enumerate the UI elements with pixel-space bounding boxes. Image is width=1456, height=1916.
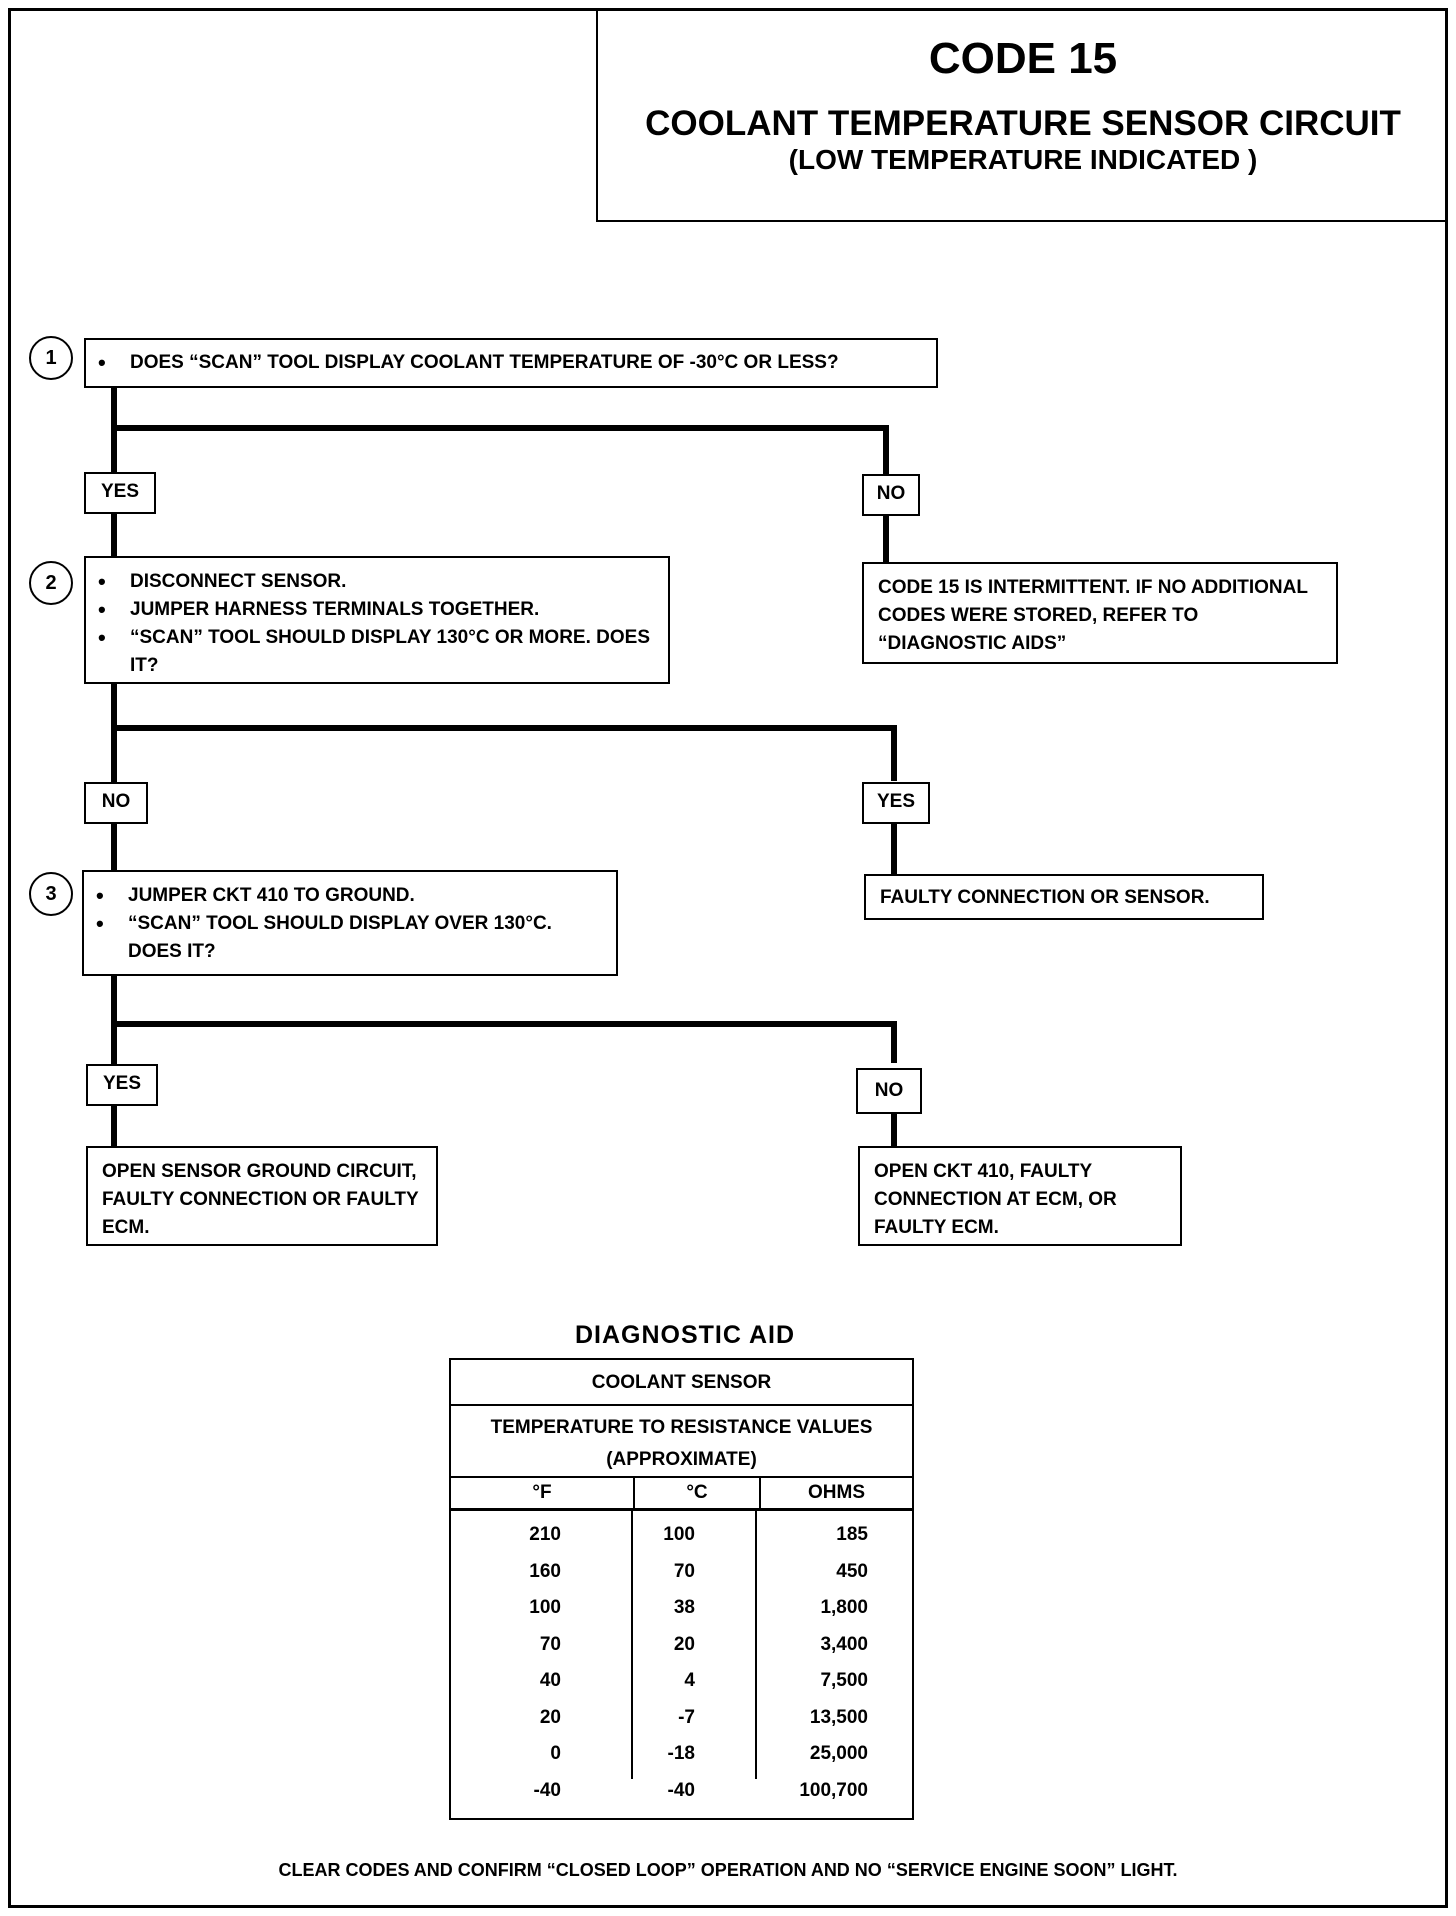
step-2-item: JUMPER HARNESS TERMINALS TOGETHER. [86, 596, 668, 624]
table-cell: 20 [539, 1706, 561, 1728]
table-cell: 25,000 [809, 1743, 868, 1764]
step-3-item: JUMPER CKT 410 TO GROUND. [84, 882, 616, 910]
table-body: 210 160 100 70 40 20 0 -40 100 70 38 20 … [451, 1511, 912, 1801]
table-cell: -40 [533, 1779, 561, 1801]
table-cell: 185 [836, 1524, 868, 1545]
code-number: CODE 15 [928, 34, 1118, 83]
table-subcaption: TEMPERATURE TO RESISTANCE VALUES (APPROX… [451, 1406, 912, 1478]
column-header: °C [635, 1478, 761, 1508]
table-cell: 3,400 [820, 1633, 868, 1655]
column-fahrenheit: 210 160 100 70 40 20 0 -40 [451, 1511, 633, 1801]
step-2-question: DISCONNECT SENSOR. JUMPER HARNESS TERMIN… [84, 556, 670, 684]
column-ohms: 185 450 1,800 3,400 7,500 13,500 25,000 … [757, 1511, 912, 1801]
diagnostic-aid-title: DIAGNOSTIC AID [574, 1321, 796, 1349]
step-2-number: 2 [29, 561, 73, 605]
step-2-item: DISCONNECT SENSOR. [86, 568, 668, 596]
title-block: CODE 15 COOLANT TEMPERATURE SENSOR CIRCU… [596, 8, 1448, 222]
table-cell: 1,800 [820, 1597, 868, 1618]
step-3-item: “SCAN” TOOL SHOULD DISPLAY OVER 130°C. D… [84, 910, 616, 966]
step-3-number: 3 [29, 872, 73, 916]
column-header: °F [451, 1478, 635, 1508]
step-2-item: “SCAN” TOOL SHOULD DISPLAY 130°C OR MORE… [86, 624, 668, 680]
table-cell: -40 [667, 1779, 695, 1801]
table-cell: 450 [836, 1560, 868, 1582]
table-cell: 100 [529, 1597, 561, 1618]
table-cell: 40 [539, 1670, 561, 1691]
table-cell: 7,500 [820, 1670, 868, 1691]
table-cell: 38 [673, 1597, 695, 1618]
connector-step1 [111, 385, 889, 565]
page-title: COOLANT TEMPERATURE SENSOR CIRCUIT [645, 104, 1401, 143]
result-faulty-connection: FAULTY CONNECTION OR SENSOR. [864, 874, 1264, 920]
page-frame [8, 8, 1448, 1908]
table-cell: 13,500 [809, 1706, 868, 1728]
table-cell: 100 [663, 1524, 695, 1545]
step-1-question: DOES “SCAN” TOOL DISPLAY COOLANT TEMPERA… [84, 338, 938, 388]
table-cell: 70 [673, 1560, 695, 1582]
step-1-number: 1 [29, 336, 73, 380]
result-intermittent: CODE 15 IS INTERMITTENT. IF NO ADDITIONA… [862, 562, 1338, 664]
step-3-no-label: NO [856, 1068, 922, 1114]
table-cell: 160 [529, 1560, 561, 1582]
connector-step3 [111, 973, 897, 1149]
table-cell: 70 [539, 1633, 561, 1655]
step-2-no-label: NO [84, 782, 148, 824]
table-subcaption-line: (APPROXIMATE) [606, 1449, 757, 1470]
step-1-yes-label: YES [84, 472, 156, 514]
table-header-row: °F °C OHMS [451, 1478, 912, 1511]
step-3-yes-label: YES [86, 1064, 158, 1106]
step-2-yes-label: YES [862, 782, 930, 824]
step-1-no-label: NO [862, 474, 920, 516]
step-1-item: DOES “SCAN” TOOL DISPLAY COOLANT TEMPERA… [86, 349, 936, 377]
table-cell: 0 [550, 1743, 561, 1764]
page-subtitle: (LOW TEMPERATURE INDICATED ) [788, 144, 1258, 175]
table-cell: 20 [673, 1633, 695, 1655]
result-open-ckt: OPEN CKT 410, FAULTY CONNECTION AT ECM, … [858, 1146, 1182, 1246]
table-subcaption-line: TEMPERATURE TO RESISTANCE VALUES [490, 1417, 873, 1438]
result-open-ground: OPEN SENSOR GROUND CIRCUIT, FAULTY CONNE… [86, 1146, 438, 1246]
step-3-question: JUMPER CKT 410 TO GROUND. “SCAN” TOOL SH… [82, 870, 618, 976]
table-cell: -7 [678, 1706, 695, 1728]
column-celsius: 100 70 38 20 4 -7 -18 -40 [633, 1511, 757, 1801]
table-caption: COOLANT SENSOR [451, 1360, 912, 1406]
table-cell: 100,700 [799, 1779, 868, 1801]
connector-step2 [111, 681, 897, 877]
footer-instruction: CLEAR CODES AND CONFIRM “CLOSED LOOP” OP… [278, 1860, 1178, 1880]
column-header: OHMS [808, 1482, 865, 1503]
diagnostic-aid-table: COOLANT SENSOR TEMPERATURE TO RESISTANCE… [449, 1358, 914, 1820]
table-cell: 210 [529, 1524, 561, 1545]
table-cell: 4 [684, 1670, 695, 1691]
table-cell: -18 [667, 1743, 695, 1764]
